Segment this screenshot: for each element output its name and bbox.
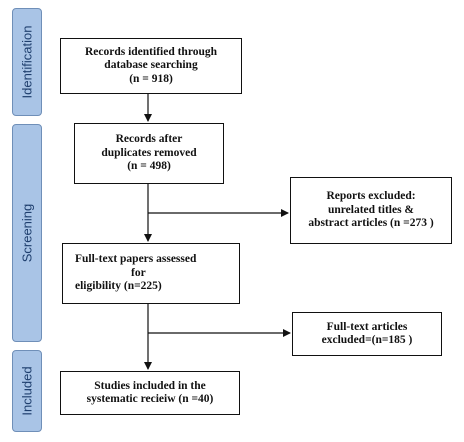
- box-fulltext-assessed: Full-text papers assessed for eligibilit…: [62, 243, 240, 304]
- box-after-duplicates-count: (n = 498): [127, 160, 171, 173]
- box-records-identified-line2: database searching: [104, 59, 198, 72]
- box-fulltext-excluded: Full-text articles excluded=(n=185 ): [292, 312, 442, 356]
- box-records-identified-line1: Records identified through: [84, 45, 218, 58]
- phase-band-included: Included: [12, 350, 42, 432]
- box-studies-included: Studies included in the systematic recie…: [60, 371, 240, 415]
- box-fulltext-excluded-line2: excluded=(n=185 ): [321, 334, 413, 346]
- box-fulltext-assessed-line2: for: [131, 266, 146, 279]
- box-records-after-duplicates: Records after duplicates removed (n = 49…: [74, 123, 224, 184]
- box-records-identified-count: (n = 918): [129, 72, 173, 85]
- box-after-duplicates-line2: duplicates removed: [101, 146, 197, 159]
- phase-band-identification: Identification: [12, 8, 42, 116]
- box-reports-excluded-line2: unrelated titles &: [327, 203, 415, 216]
- box-fulltext-assessed-line1: Full-text papers assessed: [75, 253, 197, 266]
- box-reports-excluded-line3: abstract articles (n =273 ): [308, 217, 434, 230]
- box-studies-included-line2: systematic recieiw (n =40): [86, 393, 214, 405]
- box-records-identified: Records identified through database sear…: [60, 38, 242, 94]
- box-studies-included-line1: Studies included in the: [94, 379, 206, 392]
- box-after-duplicates-line1: Records after: [115, 133, 183, 146]
- box-fulltext-assessed-line3: eligibility (n=225): [75, 280, 162, 293]
- box-reports-excluded: Reports excluded: unrelated titles & abs…: [290, 177, 452, 244]
- box-fulltext-excluded-line1: Full-text articles: [326, 320, 408, 333]
- box-reports-excluded-line1: Reports excluded:: [326, 190, 416, 203]
- phase-band-screening: Screening: [12, 124, 42, 342]
